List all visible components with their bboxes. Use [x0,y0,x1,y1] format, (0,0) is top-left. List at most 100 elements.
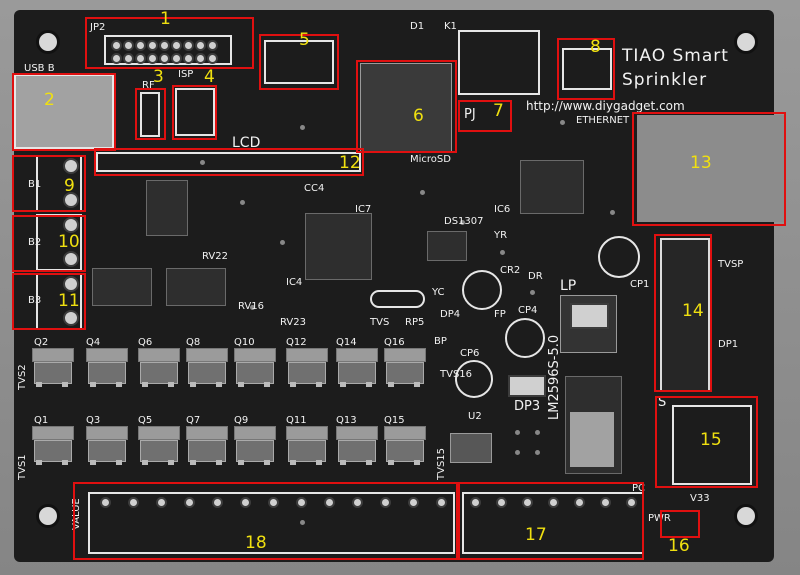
co-header-outline [562,48,612,90]
q-top-label: Q16 [384,337,405,348]
b1-terminal-pad [63,158,79,174]
annotation-box-7 [458,100,512,132]
pwr-label: PWR [648,513,671,524]
q-top-label: Q8 [186,337,201,348]
jp2-pin [195,53,206,64]
microsd-slot [360,63,452,153]
k1-component-outline [458,30,540,95]
yc-crystal-outline [370,290,425,308]
jp2-pin [147,40,158,51]
usb-label: USB B [24,63,55,74]
ic6-label: IC6 [494,204,511,215]
cp6-label: CP6 [460,348,480,359]
annotation-number-17: 17 [525,525,547,545]
via [250,305,255,310]
annotation-box-14 [654,234,712,392]
jp2-pin [171,53,182,64]
dp3-diode-pad [508,375,546,397]
q-bottom-label: Q7 [186,415,201,426]
bp-label: BP [434,336,447,347]
valve-header-outline [88,492,455,554]
relay-14 [660,238,710,392]
ic0-chip [146,180,188,236]
annotation-box-15 [655,396,758,488]
dp4-label: DP4 [440,309,461,320]
jp2-pin [207,40,218,51]
dr-label: DR [528,271,543,282]
ic4-label: IC4 [286,277,303,288]
valve-pin [408,497,419,508]
valve-pin [268,497,279,508]
lm2596-label: LM2596S-5.0 [547,334,562,420]
k1-label: K1 [444,21,457,32]
via [500,250,505,255]
u2-label: U2 [468,411,482,422]
board-url: http://www.diygadget.com [526,99,685,113]
rf-label: RF [142,80,155,91]
q-bottom-label: Q13 [336,415,357,426]
ic7-label: IC7 [355,204,372,215]
annotation-box-4 [172,85,217,140]
cp6-capacitor-outline [455,360,493,398]
q-bottom-label: Q3 [86,415,101,426]
pj-label: PJ [464,107,476,122]
via [515,450,520,455]
b2-terminal-pad [63,217,79,233]
cp4-capacitor-outline [505,318,545,358]
annotation-number-5: 5 [299,30,310,50]
jp2-label: JP2 [90,22,106,33]
annotation-number-18: 18 [245,533,267,553]
annotation-box-17 [458,482,644,560]
q-bottom-label: Q5 [138,415,153,426]
q-top-label: Q12 [286,337,307,348]
valve-pin [240,497,251,508]
lp-label: LP [560,278,577,294]
b2-terminal-pad [63,251,79,267]
mounting-hole-top-left [36,30,60,54]
resistor-array-chip [92,268,152,306]
via [240,200,245,205]
via [535,430,540,435]
annotation-box-16 [660,510,700,538]
q-top-label: Q10 [234,337,255,348]
q-top-label: Q14 [336,337,357,348]
mounting-hole-bottom-right [734,504,758,528]
mounting-hole-bottom-left [36,504,60,528]
jp2-pin [135,40,146,51]
b1-label: B1 [28,179,42,190]
annotation-box-3 [135,88,166,140]
cr2-label: CR2 [500,265,521,276]
via [530,290,535,295]
b3-label: B3 [28,295,42,306]
rv22-label: RV22 [202,251,228,262]
cp1-capacitor-outline [598,236,640,278]
cp1-label: CP1 [630,279,650,290]
yr-label: YR [494,230,508,241]
annotation-box-1 [85,17,254,69]
isp-header-outline [175,88,215,136]
pc-pin [626,497,637,508]
annotation-box-10 [12,215,86,272]
rj45-ethernet-jack [637,115,784,222]
annotation-box-5 [259,34,339,90]
jp2-pin [147,53,158,64]
annotation-box-13 [632,112,786,226]
tvs16-label: TVS16 [440,369,473,380]
ic6-chip [520,160,584,214]
tvs15-label: TVS15 [436,447,447,480]
pc-pin [496,497,507,508]
angled-header-outline [264,40,334,84]
b1-terminal-pad [63,192,79,208]
q-bottom-label: Q11 [286,415,307,426]
d1-label: D1 [410,21,425,32]
annotation-number-6: 6 [413,106,424,126]
valve-pin [352,497,363,508]
ic4-mcu-chip [305,213,372,280]
jp2-pin [171,40,182,51]
valve-pin [100,497,111,508]
board-title-line2: Sprinkler [622,70,708,90]
jp2-pin [195,40,206,51]
pc-pin [574,497,585,508]
valve-pin [296,497,307,508]
